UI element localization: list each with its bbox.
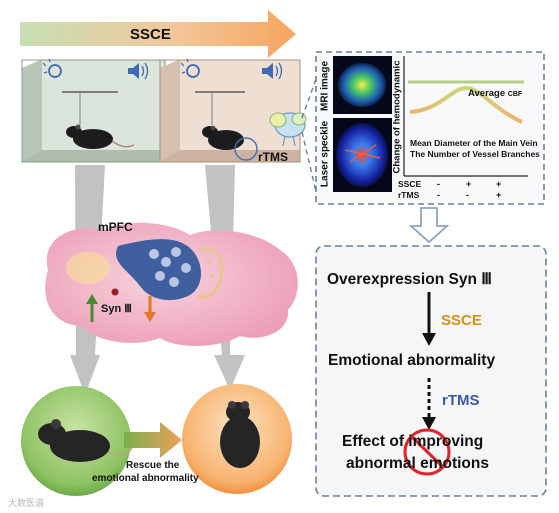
hemodynamic-curves: [408, 80, 524, 124]
arrow-up-icon: [86, 294, 98, 322]
speaker-icon: [128, 62, 149, 80]
bulb-icon: [180, 58, 200, 78]
rtms-row-mark: -: [466, 190, 469, 200]
rtms-label: rTMS: [258, 150, 288, 164]
banner-label: SSCE: [130, 26, 171, 43]
ssce-row-mark: +: [496, 179, 502, 189]
flow-arrow-dotted: [422, 378, 436, 430]
speaker-icon: [262, 62, 283, 80]
mouse-control-in-cage: [66, 124, 135, 149]
arrow-down-icon: [144, 296, 156, 322]
ssce-row-label: SSCE: [398, 179, 422, 189]
note-line-1: Mean Diameter of the Main Vein: [410, 138, 538, 148]
prohibited-icon: [403, 428, 451, 476]
average-cbf-label: Average CBF: [468, 88, 523, 99]
watermark: 大数医谱: [8, 498, 45, 508]
rtms-row-mark: +: [496, 190, 502, 200]
flow-arrow-2-label: rTMS: [442, 392, 480, 409]
laser-label: Laser speckle: [319, 120, 331, 188]
flow-step-1: Overexpression Syn Ⅲ: [327, 271, 492, 288]
syn-label: Syn Ⅲ: [101, 303, 132, 315]
mouse-stress-in-cage: [202, 125, 258, 161]
cage-stress: [159, 59, 301, 163]
mri-image: [333, 56, 392, 114]
ssce-row-mark: +: [466, 179, 472, 189]
flow-step-3-line-1: Effect of improving: [342, 433, 484, 450]
bulb-icon: [42, 58, 62, 78]
rescue-arrow: [124, 422, 182, 458]
rtms-row-label: rTMS: [398, 190, 420, 200]
control-mouse-circle: [21, 386, 133, 496]
synapse-illustration: [116, 239, 224, 301]
mpfc-label: mPFC: [98, 220, 133, 234]
hollow-down-arrow: [408, 207, 450, 244]
chart-axes: [403, 56, 528, 177]
flow-panel: [315, 245, 547, 497]
syn-dot-icon: [111, 288, 119, 296]
note-line-2: The Number of Vessel Branches: [410, 149, 540, 159]
ssce-row-mark: -: [437, 179, 440, 189]
laser-speckle-image: [333, 118, 392, 192]
flow-step-2: Emotional abnormality: [328, 352, 496, 369]
rescue-label-2: emotional abnormality: [92, 473, 199, 484]
hemodynamic-axis-label: Change of hemodynamic: [391, 60, 403, 174]
mri-label: MRI image: [319, 60, 331, 112]
flow-arrow-solid: [422, 292, 436, 346]
ssce-banner-arrow: [20, 10, 296, 58]
flow-step-3-line-2: abnormal emotions: [346, 455, 489, 472]
rescue-label-1: Rescue the: [126, 460, 180, 471]
rtms-row-mark: -: [437, 190, 440, 200]
treated-mouse-circle: [182, 384, 292, 494]
flow-arrow-1-label: SSCE: [441, 312, 482, 329]
